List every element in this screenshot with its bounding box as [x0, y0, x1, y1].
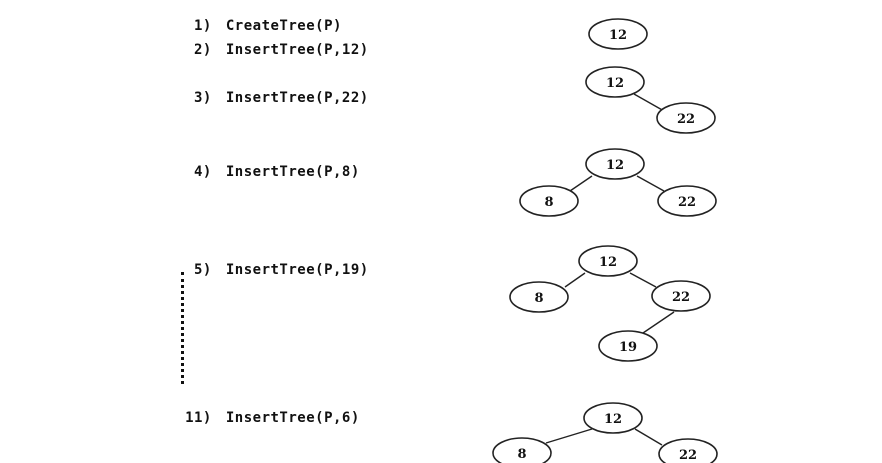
step-number: 3): [194, 90, 212, 106]
node: [656, 102, 716, 134]
edge: [634, 428, 663, 446]
node-label: 12: [599, 255, 617, 270]
node: [651, 280, 711, 312]
node-label: 22: [672, 290, 690, 305]
node-label: 8: [517, 447, 526, 462]
node: [585, 66, 645, 98]
node-label: 12: [604, 412, 622, 427]
node: [658, 438, 718, 463]
step-call: CreateTree(P): [225, 18, 342, 34]
node: [657, 185, 717, 217]
step-5: 5) InsertTree(P,19): [171, 246, 369, 278]
edge: [545, 428, 593, 444]
node-label: 8: [534, 291, 543, 306]
edge: [636, 175, 665, 192]
omitted-steps-dotted-line: [181, 272, 187, 384]
edge: [569, 175, 593, 192]
step-call: InsertTree(P,19): [225, 262, 369, 278]
node-label: 8: [544, 195, 553, 210]
step-call: InsertTree(P,12): [225, 42, 369, 58]
node-label: 12: [606, 76, 624, 91]
node-label: 22: [678, 195, 696, 210]
node: [519, 185, 579, 217]
edge: [629, 272, 657, 288]
step-number: 1): [194, 18, 212, 34]
step-call: InsertTree(P,6): [225, 410, 360, 426]
node-label: 19: [619, 340, 637, 355]
edge: [633, 93, 665, 112]
step-call: InsertTree(P,22): [225, 90, 369, 106]
node: [578, 245, 638, 277]
node: [583, 402, 643, 434]
tree-step-11: 12 8 22: [492, 402, 718, 463]
step-call: InsertTree(P,8): [225, 164, 360, 180]
step-number: 11): [185, 410, 212, 426]
node: [585, 148, 645, 180]
tree-step-5: 12 8 22 19: [509, 245, 711, 362]
edge: [564, 272, 586, 288]
node-label: 22: [677, 112, 695, 127]
node: [598, 330, 658, 362]
step-number: 2): [194, 42, 212, 58]
node: [492, 437, 552, 463]
step-4: 4) InsertTree(P,8): [171, 148, 360, 180]
edge: [642, 311, 675, 334]
node-label: 12: [606, 158, 624, 173]
node: [509, 281, 569, 313]
node: [588, 18, 648, 50]
tree-step-4: 12 8 22: [519, 148, 717, 217]
step-number: 5): [194, 262, 212, 278]
step-2: 2) InsertTree(P,12): [171, 26, 369, 58]
step-number: 4): [194, 164, 212, 180]
tree-step-3: 12 22: [585, 66, 716, 134]
step-11: 11) InsertTree(P,6): [171, 394, 360, 426]
tree-step-2: 12: [588, 18, 648, 50]
node-label: 22: [679, 448, 697, 463]
node-label: 12: [609, 28, 627, 43]
step-1: 1) CreateTree(P): [171, 2, 342, 34]
step-3: 3) InsertTree(P,22): [171, 74, 369, 106]
